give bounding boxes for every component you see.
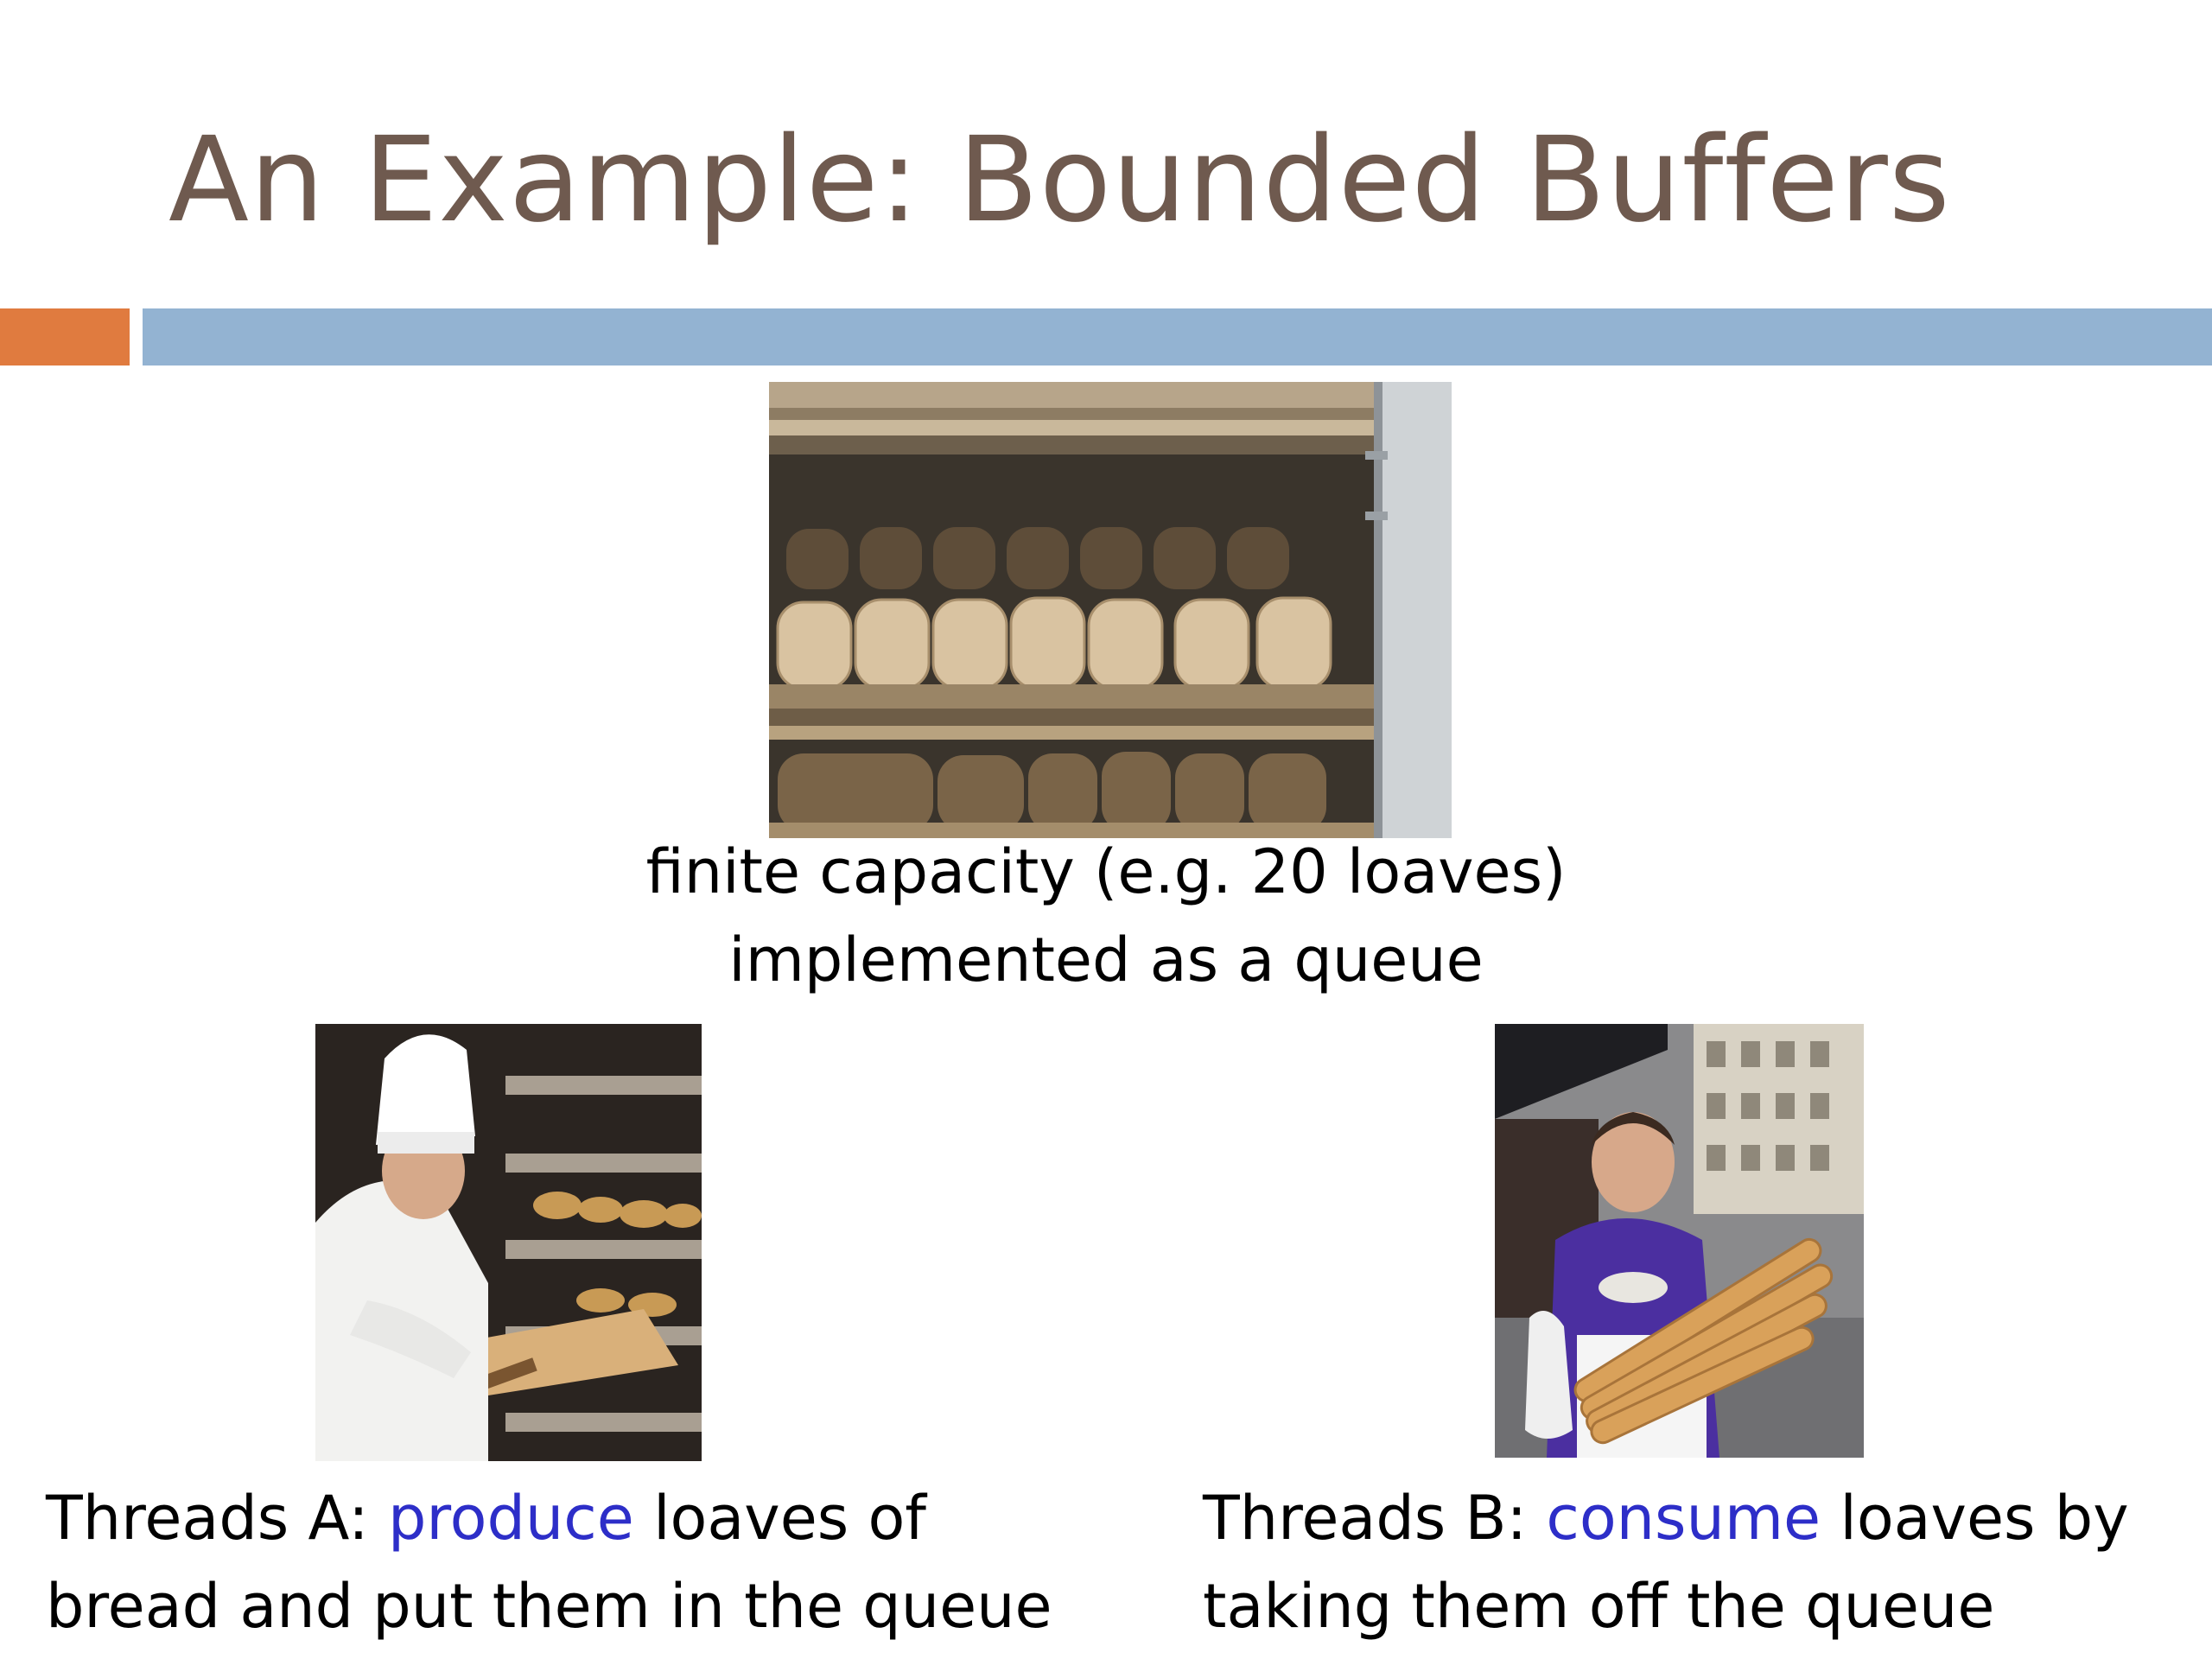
baker-photo: [315, 1024, 702, 1461]
accent-bar-blue: [143, 308, 2212, 365]
accent-bar-orange: [0, 308, 130, 365]
producer-prefix: Threads A:: [46, 1483, 388, 1554]
produce-keyword: produce: [387, 1483, 634, 1554]
buffer-caption-line2: implemented as a queue: [728, 925, 1484, 995]
consumer-description-line2: taking them off the queue: [1203, 1571, 1995, 1642]
bread-shelf-photo: [769, 382, 1452, 838]
producer-rest: loaves of: [633, 1483, 926, 1554]
slide-title: An Example: Bounded Buffers: [168, 112, 1951, 249]
consume-keyword: consume: [1546, 1483, 1821, 1554]
buffer-caption-line1: finite capacity (e.g. 20 loaves): [645, 836, 1567, 907]
baguette-customer-photo: [1495, 1024, 1864, 1458]
consumer-description-line1: Threads B: consume loaves by: [1203, 1474, 2129, 1562]
consumer-rest: loaves by: [1821, 1483, 2129, 1554]
producer-description-line1: Threads A: produce loaves of: [46, 1474, 926, 1562]
producer-description-line2: bread and put them in the queue: [46, 1571, 1052, 1642]
consumer-prefix: Threads B:: [1203, 1483, 1547, 1554]
